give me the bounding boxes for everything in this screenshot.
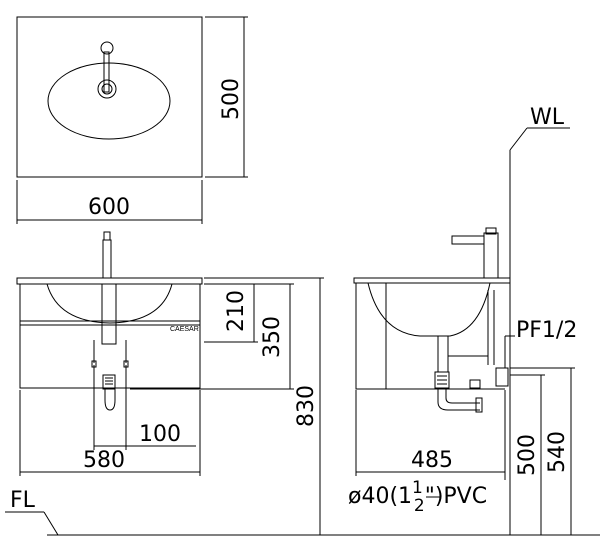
- front-basin-bowl: [46, 283, 173, 324]
- dim-350: 350: [260, 316, 285, 358]
- drain-hole: [101, 83, 113, 95]
- faucet-spout-top: [103, 51, 110, 93]
- side-faucet-body: [483, 232, 499, 279]
- dim-100: 100: [139, 422, 181, 447]
- dim-540: 540: [545, 431, 570, 473]
- trap-label: PF1/2: [516, 318, 577, 343]
- side-wall-fitting: [495, 367, 509, 387]
- front-countertop: [16, 277, 203, 285]
- brand-label: CAESAR: [170, 326, 199, 333]
- basin-top-outline: [16, 16, 203, 178]
- dim-580: 580: [83, 448, 125, 473]
- side-faucet-spout: [451, 235, 485, 245]
- front-view: CAESAR 210 350 830 100: [16, 231, 324, 535]
- front-cabinet: [19, 283, 201, 389]
- dim-485: 485: [411, 448, 453, 473]
- side-cabinet: [355, 282, 387, 390]
- drain-ring: [97, 79, 117, 99]
- faucet-handle-top: [100, 41, 114, 55]
- side-trap-nut: [434, 371, 450, 389]
- pipe-frac-den: 2: [414, 496, 425, 516]
- side-trap-pipe: [437, 388, 480, 411]
- top-view: 600 500: [16, 16, 248, 224]
- pipe-frac-num: 1: [412, 478, 423, 498]
- front-faucet-body: [102, 239, 112, 279]
- front-trap-nut: [102, 374, 116, 390]
- front-trap-pipe: [104, 389, 116, 411]
- side-basin-bowl: [367, 282, 491, 337]
- floor-label: FL: [10, 488, 36, 513]
- side-countertop: [353, 277, 511, 284]
- dim-top-width: 600: [88, 195, 130, 220]
- dim-830: 830: [294, 385, 319, 427]
- side-view: WL PF1/2 485: [348, 105, 577, 535]
- dim-500: 500: [515, 434, 540, 476]
- dim-top-depth: 500: [219, 78, 244, 120]
- wall-label: WL: [530, 105, 565, 130]
- dim-210: 210: [224, 290, 249, 332]
- floor: FL: [5, 488, 600, 536]
